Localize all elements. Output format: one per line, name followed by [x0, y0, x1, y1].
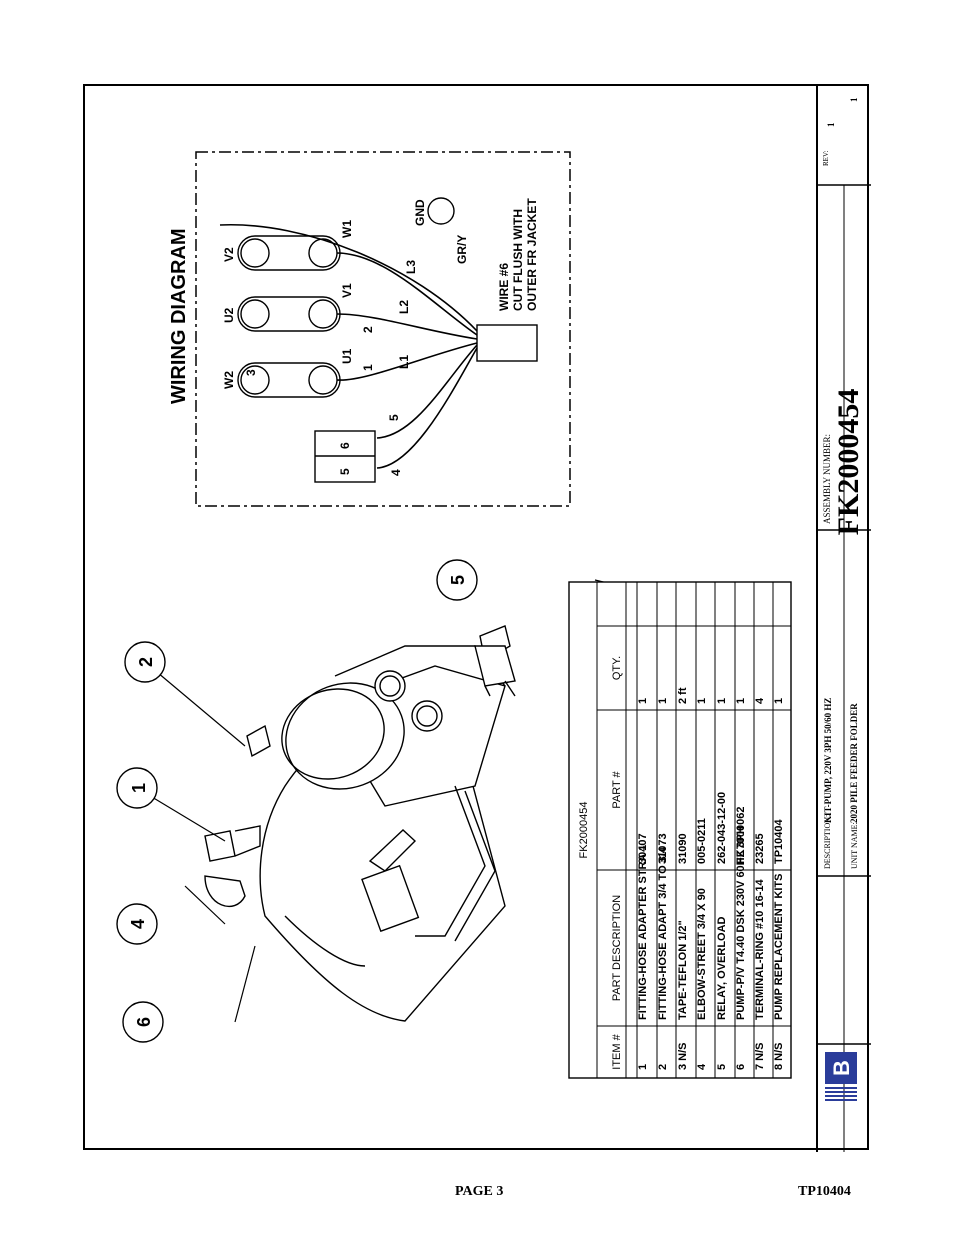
parts-row-1-item: 1 — [637, 1064, 649, 1070]
wire-number-4: 4 — [389, 469, 403, 476]
header-description: PART DESCRIPTION — [611, 895, 623, 1001]
parts-row-7-item: 7 N/S — [754, 1042, 766, 1070]
line-label-l1: L1 — [397, 355, 411, 369]
parts-row-7-description: TERMINAL-RING #10 16-14 — [754, 879, 766, 1020]
terminal-label-v2: V2 — [222, 247, 236, 262]
svg-text:B: B — [829, 1060, 854, 1076]
title-block: REV: 1 1 ASSEMBLY NUMBER: FK2000454 DESC… — [816, 86, 871, 1152]
parts-row-4-qty: 1 — [696, 698, 708, 704]
svg-text:4: 4 — [128, 919, 148, 929]
parts-row-2-item: 2 — [657, 1064, 669, 1070]
wire-number-5: 5 — [387, 414, 401, 421]
parts-row-6-part-number: FK7000062 — [735, 807, 747, 865]
parts-row-5-part-number: 262-043-12-00 — [716, 792, 728, 864]
ground-wire-label: GR/Y — [455, 235, 469, 264]
wiring-title: WIRING DIAGRAM — [168, 228, 190, 404]
terminal-label-w2: W2 — [222, 371, 236, 389]
header-qty: QTY. — [611, 656, 623, 680]
rev-value-1: 1 — [826, 122, 836, 127]
parts-row-8-description: PUMP REPLACEMENT KITS — [773, 874, 785, 1020]
wires — [219, 223, 478, 469]
parts-row-1-qty: 1 — [637, 698, 649, 704]
description-label: DESCRIPTION: — [823, 815, 832, 869]
wire-note-line-3: OUTER FR JACKET — [525, 198, 539, 311]
terminal-link-v2-w1 — [237, 235, 341, 271]
description-value: KIT-PUMP, 220V 3PH 50/60 HZ — [823, 698, 833, 823]
callout-5: 5 — [436, 559, 478, 601]
parts-row-1-description: FITTING-HOSE ADAPTER STRA 1 — [637, 845, 649, 1020]
svg-text:5: 5 — [448, 575, 468, 585]
page-number: PAGE 3 — [455, 1184, 504, 1199]
parts-row-8-qty: 1 — [773, 698, 785, 704]
terminal-label-w1: W1 — [340, 220, 354, 238]
wire-note-line-1: WIRE #6 — [497, 263, 511, 311]
drawing-frame: WIRING DIAGRAM W2 U2 V2 U1 V1 W1 — [83, 84, 871, 1152]
terminal-link-w2-u1 — [237, 362, 341, 398]
parts-row-1-part-number: 30407 — [637, 833, 649, 864]
callout-4: 4 — [116, 903, 158, 945]
svg-text:6: 6 — [134, 1017, 154, 1027]
parts-row-7-part-number: 23265 — [754, 833, 766, 864]
wire-note-line-2: CUT FLUSH WITH — [511, 209, 525, 311]
drawing-sheet: WIRING DIAGRAM W2 U2 V2 U1 V1 W1 — [116, 86, 871, 1152]
parts-row-3-qty: 2 ft — [677, 687, 689, 704]
parts-row-6-qty: 1 — [735, 698, 747, 704]
relay-terminal-5: 5 — [338, 468, 352, 475]
parts-row-2-part-number: 31073 — [657, 833, 669, 864]
parts-row-5-qty: 1 — [716, 698, 728, 704]
parts-row-2-qty: 1 — [657, 698, 669, 704]
terminal-link-u2-v1 — [237, 296, 341, 332]
wire-number-1: 1 — [361, 364, 375, 371]
callout-6: 6 — [122, 1001, 164, 1043]
parts-table-title: FK2000454 — [578, 802, 590, 859]
terminal-label-v1: V1 — [340, 283, 354, 298]
wiring-diagram: WIRING DIAGRAM W2 U2 V2 U1 V1 W1 — [168, 151, 571, 507]
parts-row-4-description: ELBOW-STREET 3/4 X 90 — [696, 888, 708, 1020]
parts-row-8-item: 8 N/S — [773, 1042, 785, 1070]
rev-label: REV: — [822, 151, 830, 166]
junction-box — [476, 324, 538, 362]
parts-row-7-qty: 4 — [754, 697, 766, 704]
terminal-label-u2: U2 — [222, 307, 236, 323]
svg-text:1: 1 — [129, 783, 149, 793]
line-label-l3: L3 — [404, 260, 418, 274]
assembly-label: ASSEMBLY NUMBER: — [822, 434, 832, 524]
wire-number-3: 3 — [244, 369, 258, 376]
parts-row-5-description: RELAY, OVERLOAD — [716, 916, 728, 1020]
parts-row-6-description: PUMP-P/V T4.40 DSK 230V 60HZ 3PH — [735, 826, 747, 1020]
parts-row-3-description: TAPE-TEFLON 1/2" — [677, 920, 689, 1020]
document-number: TP10404 — [798, 1184, 851, 1199]
header-item: ITEM # — [611, 1033, 623, 1069]
wire-number-2: 2 — [361, 326, 375, 333]
parts-row-2-description: FITTING-HOSE ADAPT 3/4 TO 3/4 — [657, 846, 669, 1020]
callout-1: 1 — [116, 767, 158, 809]
parts-row-4-item: 4 — [696, 1063, 708, 1070]
unit-name-value: 2020 PILE FEEDER FOLDER — [849, 703, 859, 823]
ground-symbol — [427, 197, 455, 225]
rev-value-2: 1 — [849, 97, 859, 102]
pump-illustration — [204, 625, 516, 1022]
parts-row-5-item: 5 — [716, 1064, 728, 1070]
svg-text:2: 2 — [136, 657, 156, 667]
header-part-number: PART # — [611, 770, 623, 808]
terminal-label-u1: U1 — [340, 348, 354, 364]
relay-terminal-6: 6 — [338, 442, 352, 449]
company-logo: B — [825, 1052, 857, 1101]
parts-row-6-item: 6 — [735, 1064, 747, 1070]
parts-row-3-item: 3 N/S — [677, 1042, 689, 1070]
parts-row-4-part-number: 005-0211 — [696, 818, 708, 864]
callout-2: 2 — [124, 641, 166, 683]
unit-name-label: UNIT NAME: — [850, 822, 859, 869]
parts-table: FK2000454 ITEM # PART DESCRIPTION PART #… — [568, 581, 792, 1079]
line-label-l2: L2 — [397, 300, 411, 314]
assembly-number: FK2000454 — [832, 389, 865, 536]
parts-row-8-part-number: TP10404 — [773, 818, 785, 864]
ground-label: GND — [413, 199, 427, 226]
wiring-boundary — [195, 151, 571, 507]
parts-row-3-part-number: 31090 — [677, 833, 689, 864]
